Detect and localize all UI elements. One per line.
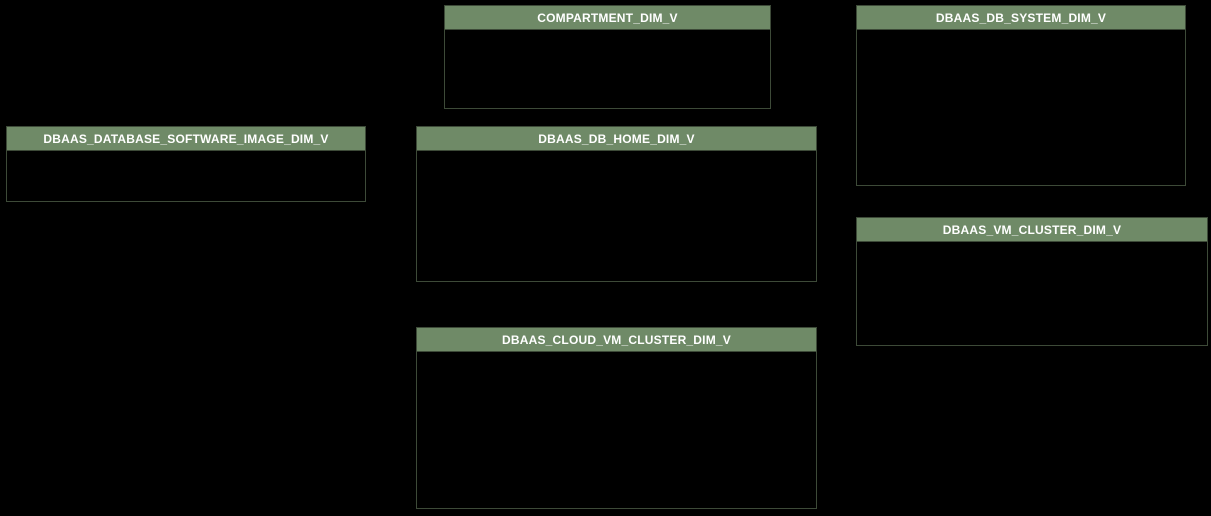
entity-title-dbaas_database_software_image_dim_v[interactable]: DBAAS_DATABASE_SOFTWARE_IMAGE_DIM_V <box>7 127 365 151</box>
entity-box-dbaas_cloud_vm_cluster_dim_v[interactable]: DBAAS_CLOUD_VM_CLUSTER_DIM_V <box>416 327 817 509</box>
entity-body-dbaas_database_software_image_dim_v[interactable] <box>7 151 365 201</box>
entity-box-dbaas_vm_cluster_dim_v[interactable]: DBAAS_VM_CLUSTER_DIM_V <box>856 217 1208 346</box>
entity-body-compartment_dim_v[interactable] <box>445 30 770 108</box>
entity-title-dbaas_db_home_dim_v[interactable]: DBAAS_DB_HOME_DIM_V <box>417 127 816 151</box>
entity-title-dbaas_cloud_vm_cluster_dim_v[interactable]: DBAAS_CLOUD_VM_CLUSTER_DIM_V <box>417 328 816 352</box>
entity-body-dbaas_cloud_vm_cluster_dim_v[interactable] <box>417 352 816 508</box>
entity-box-compartment_dim_v[interactable]: COMPARTMENT_DIM_V <box>444 5 771 109</box>
entity-box-dbaas_db_system_dim_v[interactable]: DBAAS_DB_SYSTEM_DIM_V <box>856 5 1186 186</box>
entity-title-dbaas_vm_cluster_dim_v[interactable]: DBAAS_VM_CLUSTER_DIM_V <box>857 218 1207 242</box>
entity-body-dbaas_db_home_dim_v[interactable] <box>417 151 816 281</box>
entity-body-dbaas_vm_cluster_dim_v[interactable] <box>857 242 1207 345</box>
entity-title-compartment_dim_v[interactable]: COMPARTMENT_DIM_V <box>445 6 770 30</box>
entity-box-dbaas_database_software_image_dim_v[interactable]: DBAAS_DATABASE_SOFTWARE_IMAGE_DIM_V <box>6 126 366 202</box>
entity-title-dbaas_db_system_dim_v[interactable]: DBAAS_DB_SYSTEM_DIM_V <box>857 6 1185 30</box>
entity-body-dbaas_db_system_dim_v[interactable] <box>857 30 1185 185</box>
entity-box-dbaas_db_home_dim_v[interactable]: DBAAS_DB_HOME_DIM_V <box>416 126 817 282</box>
